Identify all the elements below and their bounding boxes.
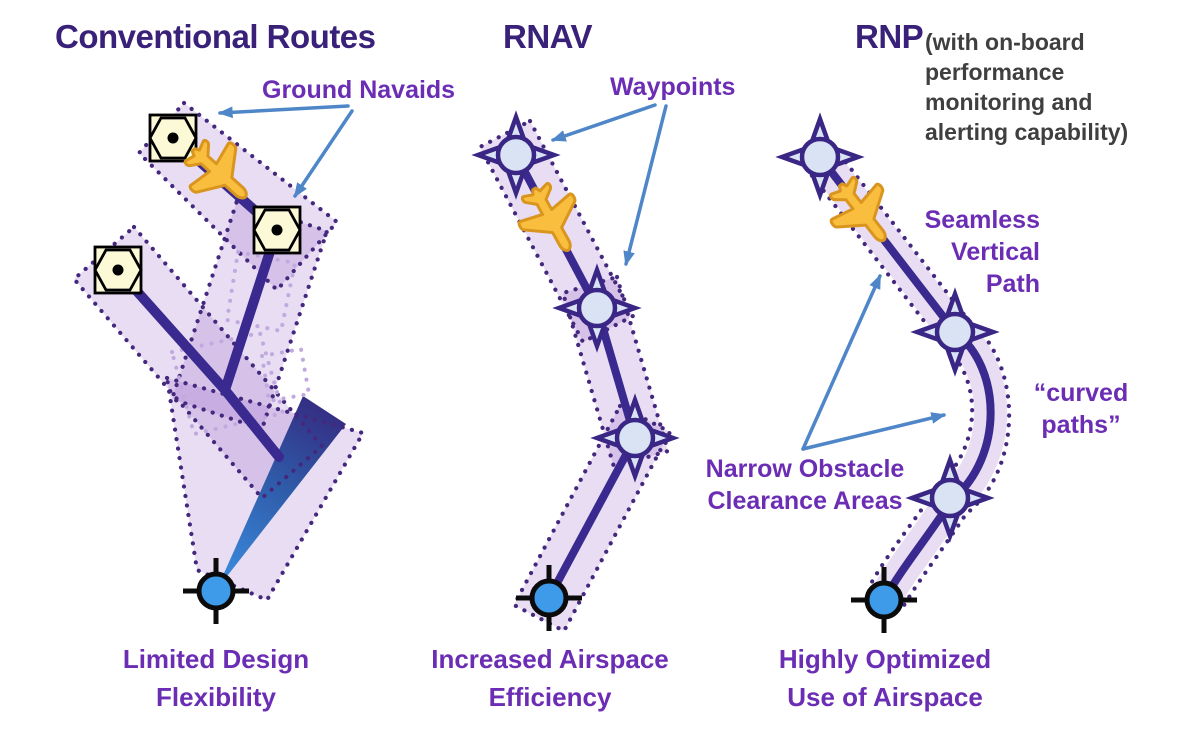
- vor-navaid-icon: [93, 245, 143, 295]
- rnp-subtitle-line: alerting capability): [925, 119, 1129, 145]
- rnp-title: RNP: [855, 18, 924, 55]
- rnav-corridor-dots: [477, 118, 673, 634]
- caption-line: Limited Design: [122, 644, 310, 674]
- narrow-clearance-arrow: [801, 412, 947, 451]
- label-line: Narrow Obstacle: [705, 455, 905, 483]
- rnp-subtitle-line: (with on-board: [925, 29, 1085, 55]
- ground-navaids-arrow: [293, 109, 354, 198]
- airport-icons: [183, 558, 917, 633]
- vor-navaid-icon: [252, 205, 302, 255]
- narrow-obstacle-clearance-label: Narrow Obstacle Clearance Areas: [695, 453, 915, 517]
- narrow-clearance-arrow: [801, 274, 882, 451]
- caption-line: Use of Airspace: [787, 682, 983, 712]
- rnp-subtitle: (with on-board performance monitoring an…: [925, 27, 1175, 147]
- caption-line: Highly Optimized: [778, 644, 992, 674]
- conventional-title: Conventional Routes: [55, 18, 376, 55]
- curved-paths-label: “curved paths”: [1025, 377, 1137, 441]
- ground-navaids-label: Ground Navaids: [262, 76, 456, 104]
- rnav-caption: Increased Airspace Efficiency: [420, 640, 680, 716]
- annotation-arrows: [217, 103, 947, 451]
- conventional-caption: Limited Design Flexibility: [96, 640, 336, 716]
- approach-funnel-wedge: [217, 396, 346, 589]
- caption-line: Increased Airspace: [431, 644, 669, 674]
- rnp-subtitle-line: performance: [925, 59, 1065, 85]
- label-line: paths”: [1041, 411, 1121, 439]
- seamless-vertical-path-label: Seamless Vertical Path: [900, 204, 1040, 300]
- ground-navaids-arrow: [217, 104, 350, 119]
- label-line: Seamless: [924, 206, 1040, 234]
- waypoints-label: Waypoints: [610, 73, 736, 101]
- label-line: Vertical: [951, 238, 1040, 266]
- waypoints-arrow: [551, 103, 657, 142]
- rnp-caption: Highly Optimized Use of Airspace: [755, 640, 1015, 716]
- caption-line: Flexibility: [156, 682, 276, 712]
- label-line: Path: [985, 270, 1040, 298]
- label-line: Clearance Areas: [707, 487, 903, 515]
- rnp-subtitle-line: monitoring and: [925, 89, 1093, 115]
- caption-line: Efficiency: [488, 682, 612, 712]
- waypoints-arrow: [623, 104, 668, 266]
- vor-navaid-icon: [148, 113, 198, 163]
- conventional-faint-dots: [169, 249, 312, 437]
- rnav-title: RNAV: [503, 18, 593, 55]
- label-line: “curved: [1033, 379, 1129, 407]
